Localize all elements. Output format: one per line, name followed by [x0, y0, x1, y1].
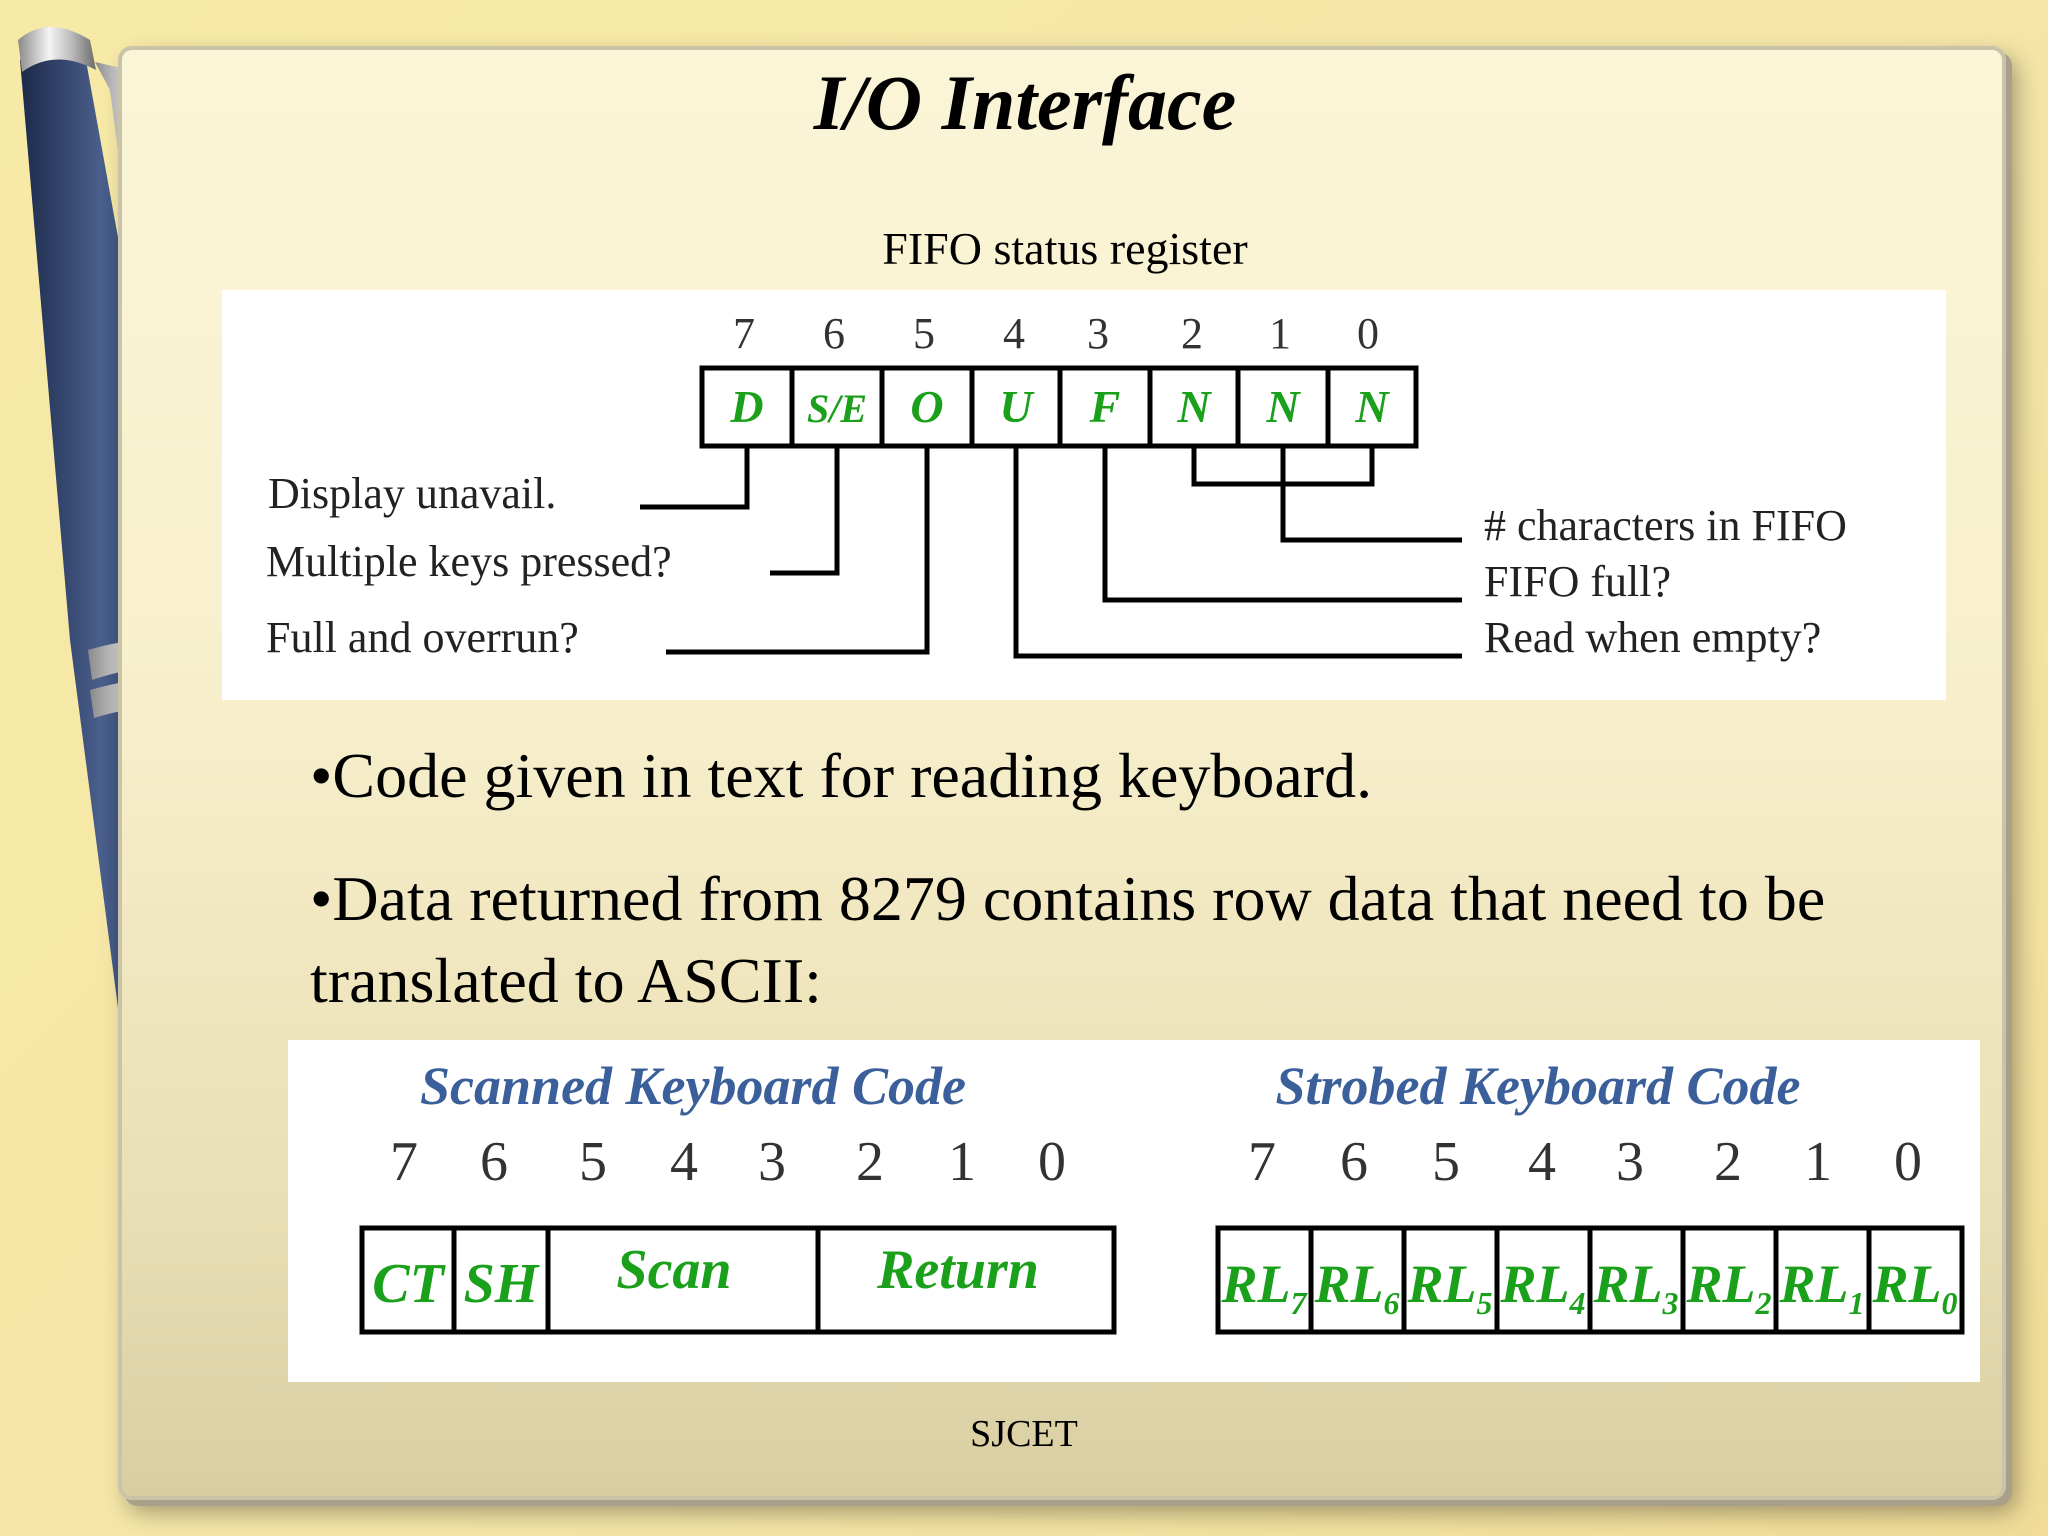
fifo-bit-number: 7: [733, 309, 755, 358]
fifo-label-fifo-full: FIFO full?: [1484, 557, 1671, 606]
strobed-bit-number: 5: [1432, 1131, 1460, 1193]
fifo-bit-field: U: [999, 381, 1035, 432]
fifo-bit-fields: D S/E O U F N N N: [729, 381, 1390, 432]
fifo-bit-field: N: [1176, 381, 1212, 432]
fifo-bit-number: 2: [1181, 309, 1203, 358]
scanned-bit-number: 4: [670, 1131, 698, 1193]
scanned-bit-number: 3: [758, 1131, 786, 1193]
slide-title: I/O Interface: [813, 59, 1237, 146]
fifo-bit-number: 0: [1357, 309, 1379, 358]
fifo-label-multiple-keys: Multiple keys pressed?: [266, 537, 672, 586]
scanned-bit-number: 5: [579, 1131, 607, 1193]
fifo-right-labels: # characters in FIFO FIFO full? Read whe…: [1484, 501, 1847, 662]
strobed-field: RL5: [1406, 1254, 1492, 1321]
scanned-field: Return: [876, 1239, 1039, 1301]
scanned-field: CT: [372, 1253, 446, 1315]
strobed-bit-number: 4: [1528, 1131, 1556, 1193]
scanned-bit-number: 1: [948, 1131, 976, 1193]
fifo-bit-field: N: [1265, 381, 1301, 432]
strobed-bit-number: 6: [1340, 1131, 1368, 1193]
strobed-code-title: Strobed Keyboard Code: [1276, 1056, 1801, 1116]
bullet-point: •Code given in text for reading keyboard…: [310, 740, 1373, 811]
fifo-label-full-overrun: Full and overrun?: [266, 613, 579, 662]
strobed-field: RL1: [1778, 1254, 1864, 1321]
strobed-code-cells: [1215, 1225, 1965, 1335]
scanned-bit-number: 2: [856, 1131, 884, 1193]
scanned-bit-number: 7: [390, 1131, 418, 1193]
strobed-field: RL0: [1871, 1254, 1957, 1321]
slide-footer: SJCET: [970, 1413, 1078, 1455]
fifo-bit-field: O: [910, 381, 943, 432]
strobed-field: RL7: [1220, 1254, 1308, 1321]
scanned-bit-number: 6: [480, 1131, 508, 1193]
keyboard-code-diagram: Scanned Keyboard Code 7 6 5 4 3 2 1 0 CT…: [288, 1040, 1980, 1382]
fifo-bit-number: 5: [913, 309, 935, 358]
strobed-bit-number: 0: [1894, 1131, 1922, 1193]
fifo-bit-field: S/E: [807, 386, 867, 431]
scanned-code-cells: [359, 1225, 1117, 1335]
scanned-field: Scan: [616, 1239, 731, 1301]
strobed-bit-number: 1: [1804, 1131, 1832, 1193]
fifo-bit-number: 1: [1269, 309, 1291, 358]
strobed-field: RL4: [1499, 1254, 1585, 1321]
fifo-label-display-unavail: Display unavail.: [268, 469, 556, 518]
fifo-register-diagram: 7 6 5 4 3 2 1 0 D S/E O U F N N N: [222, 290, 1946, 700]
scanned-field: SH: [464, 1253, 540, 1315]
fifo-left-labels: Display unavail. Multiple keys pressed? …: [266, 469, 672, 662]
strobed-field: RL6: [1313, 1254, 1399, 1321]
strobed-field: RL3: [1592, 1254, 1678, 1321]
fifo-connector-lines: [640, 446, 1462, 659]
strobed-code-fields: RL7 RL6 RL5 RL4 RL3 RL2 RL1 RL0: [1220, 1254, 1957, 1321]
strobed-bit-number: 3: [1616, 1131, 1644, 1193]
fifo-bit-field: N: [1354, 381, 1390, 432]
bullet-point: •Data returned from 8279 contains row da…: [310, 863, 1826, 1016]
strobed-bit-number: 2: [1714, 1131, 1742, 1193]
fifo-label-read-empty: Read when empty?: [1484, 613, 1821, 662]
fifo-bit-number: 6: [823, 309, 845, 358]
fifo-bit-field: F: [1089, 381, 1121, 432]
fifo-register-cells: [699, 365, 1419, 449]
fifo-bit-number: 4: [1003, 309, 1025, 358]
strobed-field: RL2: [1685, 1254, 1771, 1321]
strobed-bit-number: 7: [1248, 1131, 1276, 1193]
scanned-bit-number: 0: [1038, 1131, 1066, 1193]
fifo-bit-field: D: [729, 381, 763, 432]
scanned-bit-numbers: 7 6 5 4 3 2 1 0: [390, 1131, 1066, 1193]
fifo-label-characters: # characters in FIFO: [1484, 501, 1847, 550]
fifo-bit-number: 3: [1087, 309, 1109, 358]
fifo-bit-numbers: 7 6 5 4 3 2 1 0: [733, 309, 1379, 358]
fifo-register-caption: FIFO status register: [882, 223, 1248, 274]
scanned-code-fields: CT SH Scan Return: [372, 1239, 1039, 1315]
scanned-code-title: Scanned Keyboard Code: [420, 1056, 966, 1116]
strobed-bit-numbers: 7 6 5 4 3 2 1 0: [1248, 1131, 1922, 1193]
